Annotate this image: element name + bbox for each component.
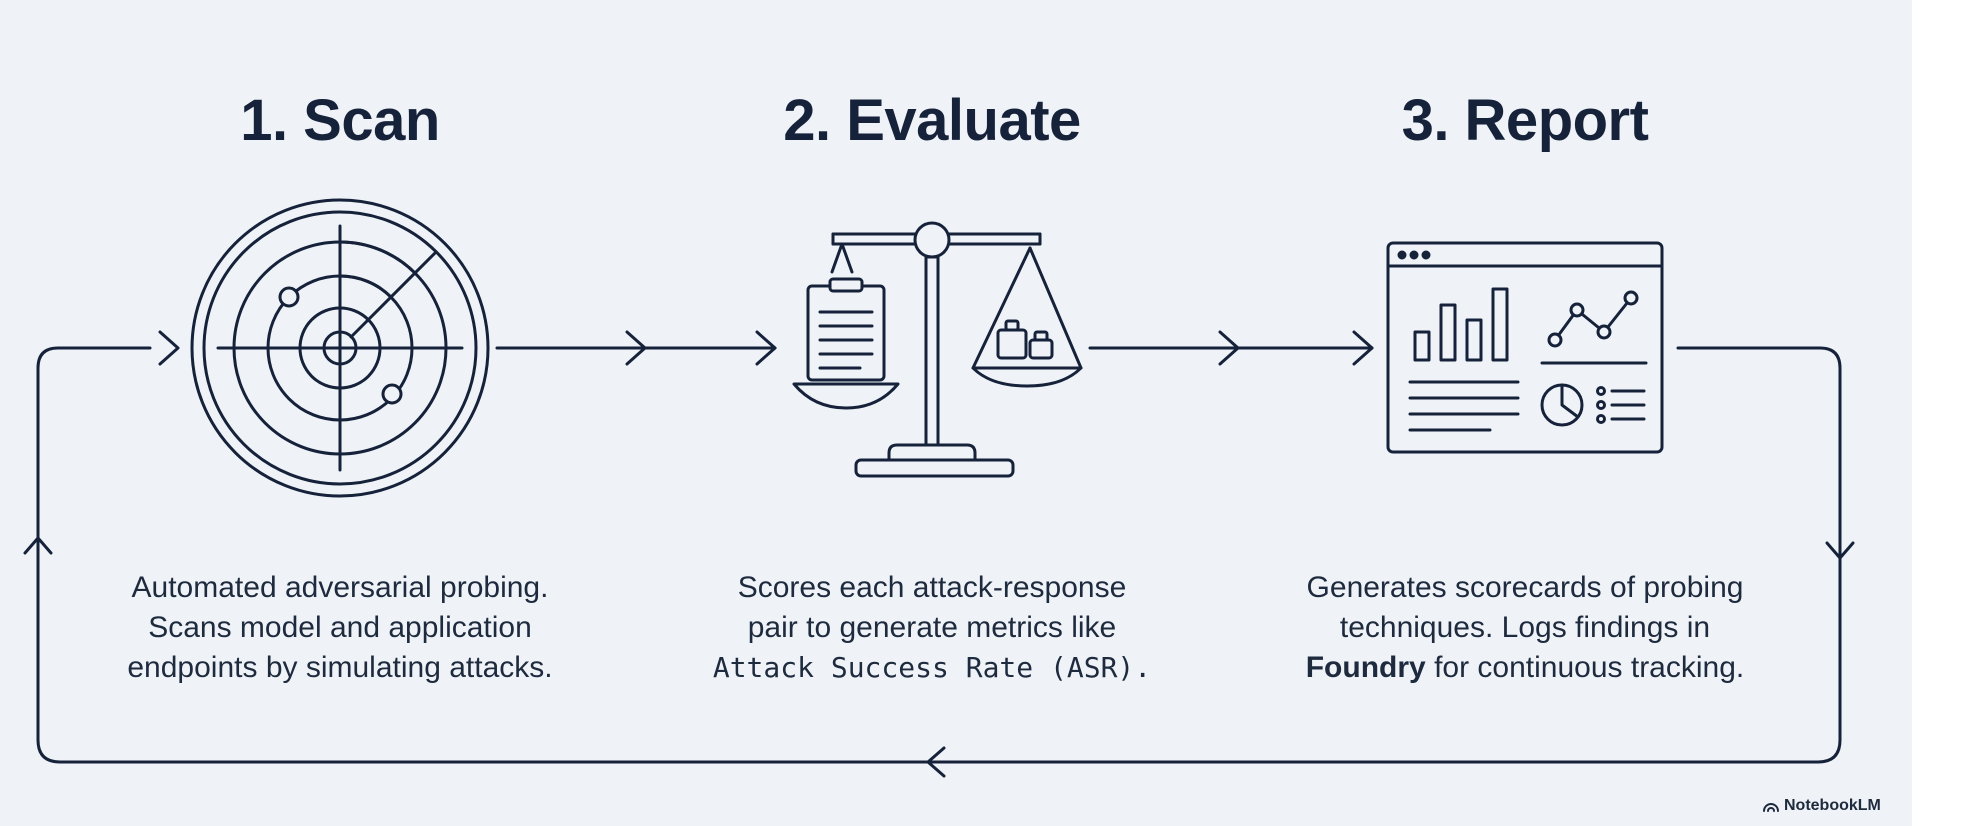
description-tail: for continuous tracking. (1425, 651, 1745, 684)
arrow-right-icon (1218, 330, 1240, 366)
arrow-right-icon (755, 330, 777, 366)
description-line: Foundry for continuous tracking. (1245, 648, 1805, 688)
arrow-right-icon (1352, 330, 1374, 366)
step-description-scan: Automated adversarial probing. Scans mod… (60, 568, 620, 688)
arrow-right-icon (625, 330, 647, 366)
slide-background: 1. Scan 2. Evaluate 3. Report Automated … (0, 0, 1912, 826)
brand-label: NotebookLM (1784, 797, 1881, 814)
step-description-evaluate: Scores each attack-response pair to gene… (652, 568, 1212, 688)
description-line: pair to generate metrics like (747, 611, 1117, 644)
arrow-left-icon (926, 746, 946, 778)
arrow-down-icon (1825, 541, 1855, 560)
step-description-report: Generates scorecards of probing techniqu… (1245, 568, 1805, 688)
step-title-evaluate: 2. Evaluate (783, 88, 1081, 153)
description-line: Scores each attack-response (737, 571, 1127, 604)
notebooklm-watermark: NotebookLM (1762, 797, 1881, 815)
connector-scan-evaluate (495, 330, 777, 366)
metric-name: Attack Success Rate (ASR). (712, 651, 1152, 684)
description-line: Automated adversarial probing. (131, 571, 549, 604)
cycle-diagram (23, 198, 1855, 778)
arrow-up-icon (23, 536, 53, 555)
step-title-scan: 1. Scan (240, 88, 440, 153)
notebooklm-logo-icon (1763, 803, 1779, 812)
connector-evaluate-report (1088, 330, 1374, 366)
description-line: Generates scorecards of probing (1306, 571, 1744, 604)
description-line: techniques. Logs findings in (1339, 611, 1711, 644)
description-line: Scans model and application (148, 611, 532, 644)
loop-connector (23, 330, 1855, 778)
step-title-report: 3. Report (1401, 88, 1649, 153)
dashboard-report-icon (1386, 241, 1664, 454)
arrow-right-icon (158, 330, 180, 366)
description-line: endpoints by simulating attacks. (127, 651, 553, 684)
radar-icon (190, 198, 490, 498)
balance-scale-icon (792, 221, 1083, 478)
foundry-label: Foundry (1305, 651, 1426, 684)
